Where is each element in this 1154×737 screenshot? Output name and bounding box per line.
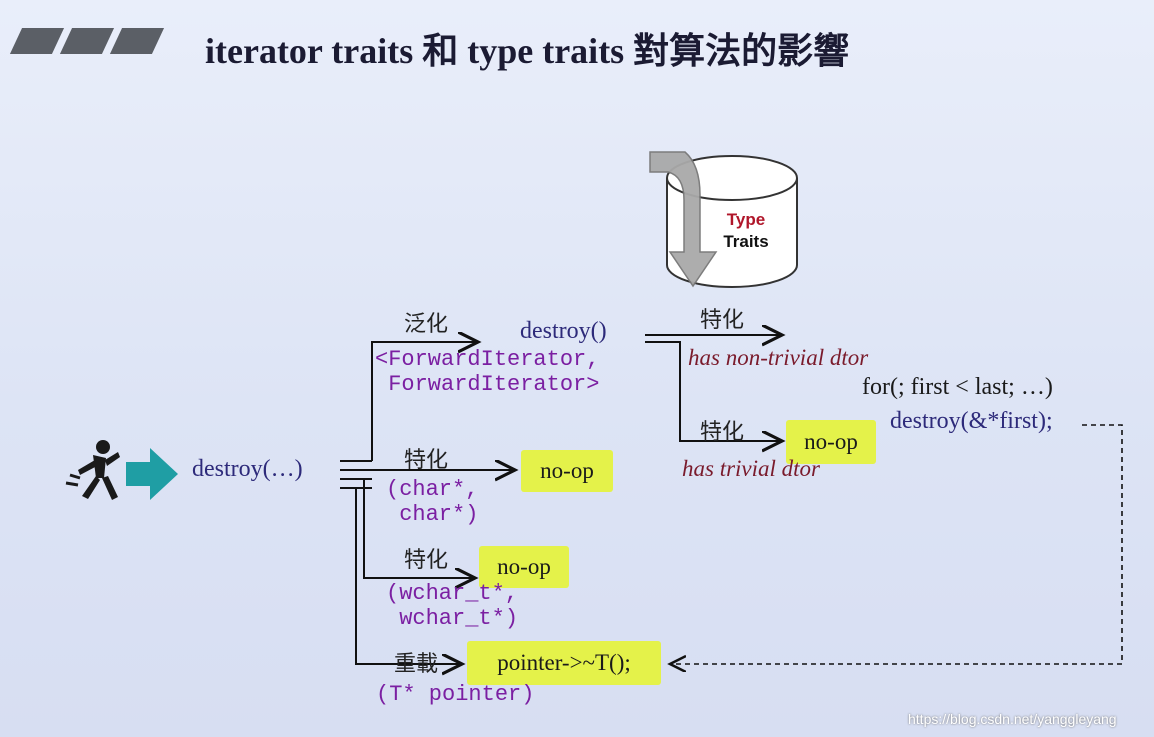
wchar-params: (wchar_t*, wchar_t*) xyxy=(386,581,518,631)
char-noop-box: no-op xyxy=(521,450,613,492)
tag-trivial: 特化 xyxy=(700,414,744,446)
pointer-dtor-box: pointer->~T(); xyxy=(467,641,661,685)
cylinder-label: Type Traits xyxy=(706,209,786,253)
char-params: (char*, char*) xyxy=(386,477,478,527)
generic-func: destroy() xyxy=(520,318,607,345)
tag-overload: 重載 xyxy=(394,646,438,678)
condition-trivial: has trivial dtor xyxy=(682,456,820,482)
tag-generic: 泛化 xyxy=(404,306,448,338)
condition-nontrivial: has non-trivial dtor xyxy=(688,345,868,371)
entry-call: destroy(…) xyxy=(192,456,303,483)
watermark: https://blog.csdn.net/yanggleyang xyxy=(908,711,1117,727)
cylinder-line1: Type xyxy=(706,209,786,231)
tag-nontrivial: 特化 xyxy=(700,302,744,334)
for-loop-code: for(; first < last; …) xyxy=(862,374,1053,401)
generic-params: <ForwardIterator, ForwardIterator> xyxy=(375,347,599,397)
tag-char: 特化 xyxy=(404,442,448,474)
running-man-icon xyxy=(66,440,120,500)
pointer-params: (T* pointer) xyxy=(376,682,534,707)
destroy-first-code: destroy(&*first); xyxy=(890,408,1053,435)
tag-wchar: 特化 xyxy=(404,542,448,574)
teal-arrow-icon xyxy=(126,448,178,500)
cylinder-line2: Traits xyxy=(706,231,786,253)
